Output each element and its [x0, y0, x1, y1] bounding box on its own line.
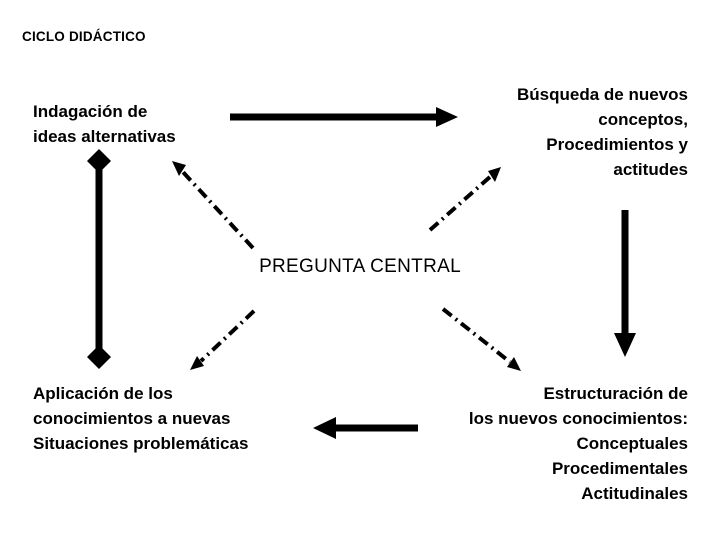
node-aplicacion-conocimientos: Aplicación de los conocimientos a nuevas… — [33, 384, 249, 453]
arrow-head-right — [436, 107, 458, 127]
arrow-head-left — [313, 417, 336, 439]
node-busqueda-nuevos-conceptos: Búsqueda de nuevos conceptos, Procedimie… — [517, 85, 688, 179]
arrow-head-up-right — [488, 167, 501, 182]
arrow-shaft-dashdot — [199, 309, 256, 363]
arrow-head-down-right — [507, 357, 521, 371]
arrow-shaft-dashdot — [180, 169, 255, 250]
arrow-head-down-left — [190, 356, 204, 370]
arrow-indagacion-to-busqueda — [230, 107, 458, 127]
node-pregunta-central: PREGUNTA CENTRAL — [259, 256, 461, 277]
arrow-shaft-dashdot — [441, 307, 512, 364]
node-estructuracion-conocimientos: Estructuración de los nuevos conocimient… — [468, 384, 688, 503]
arrow-shaft-dashdot — [428, 174, 493, 232]
arrow-aplicacion-to-indagacion — [87, 149, 111, 369]
arrow-central-to-indagacion — [172, 161, 255, 250]
arrow-central-to-estructuracion — [441, 307, 521, 371]
arrow-central-to-busqueda — [428, 167, 501, 232]
arrow-head-down — [614, 333, 636, 357]
arrow-head-up-left — [172, 161, 186, 176]
arrow-central-to-aplicacion — [190, 309, 256, 370]
node-indagacion-ideas-alternativas: Indagación de ideas alternativas — [33, 102, 176, 146]
arrow-busqueda-to-estructuracion — [614, 210, 636, 357]
arrow-head-diamond-bottom — [87, 345, 111, 369]
page-title: CICLO DIDÁCTICO — [22, 29, 146, 44]
arrow-head-diamond-top — [87, 149, 111, 173]
arrow-estructuracion-to-aplicacion — [313, 417, 418, 439]
